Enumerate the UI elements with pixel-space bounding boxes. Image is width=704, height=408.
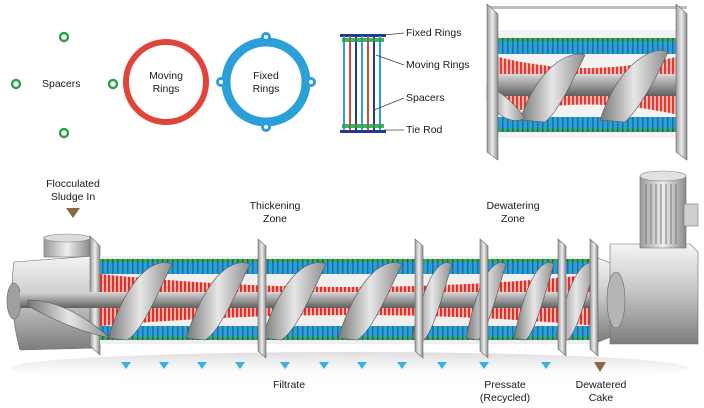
drip (121, 362, 131, 369)
spacer-ring (10, 78, 22, 90)
flight (337, 262, 403, 341)
drip (397, 362, 407, 369)
zoomed-screw-cutaway (486, 3, 688, 161)
label-pressate: Pressate(Recycled) (479, 379, 531, 404)
label-side-spacers: Spacers (406, 92, 445, 104)
flight-entry (27, 299, 112, 339)
drip (357, 362, 367, 369)
cake-arrow (594, 362, 606, 372)
label-filtrate: Filtrate (272, 379, 306, 391)
flight (107, 262, 173, 341)
screw-press-machine (6, 170, 699, 384)
drip (235, 362, 245, 369)
label-side-fixed-rings: Fixed Rings (406, 27, 462, 39)
drive-motor (606, 170, 699, 345)
label-tie-rod: Tie Rod (406, 124, 443, 136)
flight (261, 262, 327, 341)
drip (197, 362, 207, 369)
spacer-dots (10, 31, 119, 139)
drip (479, 362, 489, 369)
ring-stack-section (340, 32, 405, 133)
drip (437, 362, 447, 369)
flight (185, 262, 251, 341)
drip (280, 362, 290, 369)
spacer-ring (58, 31, 70, 43)
inlet-arrow (66, 208, 80, 218)
spacer-ring (107, 78, 119, 90)
label-spacers: Spacers (42, 78, 81, 90)
label-side-moving-rings: Moving Rings (406, 59, 470, 71)
drip (159, 362, 169, 369)
fixed-ring (216, 32, 316, 132)
inlet-hopper (43, 233, 91, 258)
spacer-ring (58, 127, 70, 139)
filtrate-drips (121, 362, 551, 369)
drip (319, 362, 329, 369)
drip (541, 362, 551, 369)
flight (513, 262, 555, 341)
moving-ring (123, 39, 209, 125)
